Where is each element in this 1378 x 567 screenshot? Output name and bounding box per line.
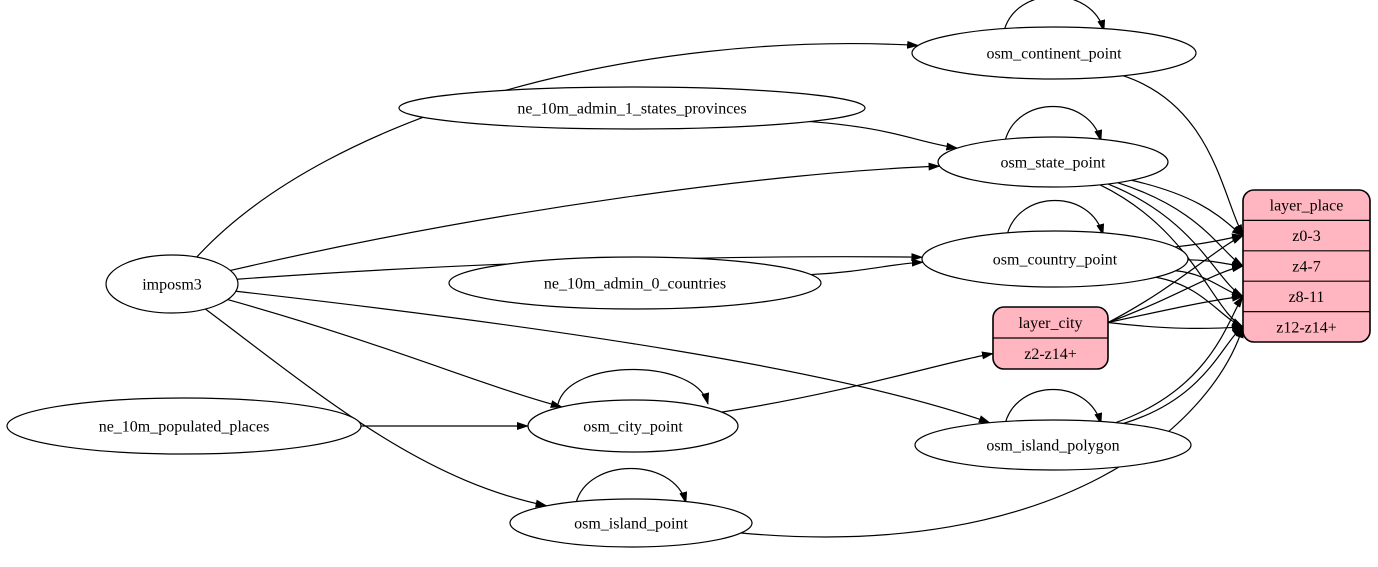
nodes-layer: imposm3 ne_10m_admin_1_states_provincesne…: [6, 26, 1371, 548]
edge-osm_city_point-to-layer_city-row1: [721, 351, 994, 413]
edge-layer_city-to-layer_place-row3: [1107, 293, 1244, 324]
edge-osm_island_point-to-layer_place-row4: [740, 325, 1244, 538]
edge-osm_country_point-to-layer_place-row2: [1187, 259, 1244, 270]
node-label: osm_country_point: [993, 252, 1118, 269]
edge-osm_country_point-selfloop: [1006, 200, 1105, 236]
edge-osm_continent_point-selfloop: [1003, 0, 1106, 32]
record-row-label: z12-z14+: [1276, 319, 1337, 336]
edge-imposm3-to-osm_island_point: [205, 308, 548, 508]
table-ellipse: [937, 136, 1169, 188]
edges-layer: [196, 0, 1244, 538]
edge-osm_island_polygon-selfloop: [1004, 389, 1103, 425]
node-label: osm_continent_point: [986, 46, 1122, 63]
record-row-label: layer_place: [1270, 198, 1344, 215]
table-ellipse: [527, 399, 739, 453]
node-label: ne_10m_admin_1_states_provinces: [517, 101, 746, 118]
node-ne_10m_admin_1_states_provinces: ne_10m_admin_1_states_provinces: [398, 86, 866, 130]
node-osm_country_point: osm_country_point: [921, 230, 1189, 288]
node-layer_city: layer_city z2-z14+: [992, 306, 1109, 370]
edge-osm_state_point-to-layer_place-row2: [1117, 182, 1244, 267]
edge-osm_state_point-to-layer_place-row1: [1131, 179, 1244, 237]
node-label: imposm3: [142, 277, 202, 294]
node-label: osm_state_point: [1001, 155, 1106, 172]
edge-layer_city-to-layer_place-row4: [1107, 321, 1244, 332]
table-ellipse: [921, 230, 1189, 288]
node-ne_10m_admin_0_countries: ne_10m_admin_0_countries: [448, 256, 822, 310]
layer-record-box: [1242, 189, 1371, 343]
table-ellipse: [105, 254, 239, 314]
record-row-label: z0-3: [1292, 228, 1320, 245]
edge-osm_state_point-to-layer_place-row3: [1107, 183, 1244, 297]
node-imposm3: imposm3: [105, 254, 239, 314]
edge-osm_state_point-selfloop: [1004, 106, 1103, 142]
node-osm_island_polygon: osm_island_polygon: [914, 419, 1192, 471]
table-ellipse: [911, 26, 1197, 80]
edge-osm_country_point-to-layer_place-row4: [1155, 276, 1244, 328]
record-row-label: layer_city: [1019, 315, 1083, 332]
edge-osm_city_point-selfloop: [557, 369, 710, 405]
table-ellipse: [509, 498, 753, 548]
node-ne_10m_populated_places: ne_10m_populated_places: [6, 397, 362, 455]
edge-ne_10m_admin_0_countries-to-osm_country_point: [810, 258, 924, 276]
node-osm_state_point: osm_state_point: [937, 136, 1169, 188]
node-osm_continent_point: osm_continent_point: [911, 26, 1197, 80]
node-label: ne_10m_populated_places: [99, 419, 270, 436]
edge-imposm3-to-osm_continent_point: [196, 40, 920, 258]
edge-layer_city-to-layer_place-row1: [1107, 235, 1244, 324]
record-row-label: z8-11: [1289, 289, 1325, 306]
edge-osm_continent_point-to-layer_place-row1: [1122, 75, 1244, 237]
table-ellipse: [914, 419, 1192, 471]
edge-osm_island_polygon-to-layer_place-row4: [1123, 326, 1244, 425]
node-label: ne_10m_admin_0_countries: [544, 276, 726, 293]
node-label: osm_island_polygon: [986, 438, 1119, 455]
table-ellipse: [6, 397, 362, 455]
edge-ne_10m_admin_1_states_provinces-to-osm_state_point: [810, 120, 959, 151]
edge-imposm3-to-osm_city_point: [227, 298, 563, 408]
edge-imposm3-to-osm_island_polygon: [235, 290, 991, 424]
node-osm_city_point: osm_city_point: [527, 399, 739, 453]
record-row-label: z2-z14+: [1024, 346, 1077, 363]
record-row-label: z4-7: [1292, 259, 1320, 276]
node-label: osm_island_point: [574, 516, 688, 533]
table-ellipse: [398, 86, 866, 130]
edge-layer_city-to-layer_place-row2: [1107, 264, 1244, 324]
node-osm_island_point: osm_island_point: [509, 498, 753, 548]
edge-imposm3-to-osm_state_point: [230, 162, 941, 272]
edge-osm_island_point-selfloop: [575, 467, 688, 504]
node-label: osm_city_point: [583, 419, 683, 436]
table-ellipse: [448, 256, 822, 310]
edge-osm_island_polygon-to-layer_place-row3: [1115, 295, 1244, 424]
node-layer_place: layer_place z0-3 z4-7 z8-11 z12-z14+: [1242, 189, 1371, 343]
